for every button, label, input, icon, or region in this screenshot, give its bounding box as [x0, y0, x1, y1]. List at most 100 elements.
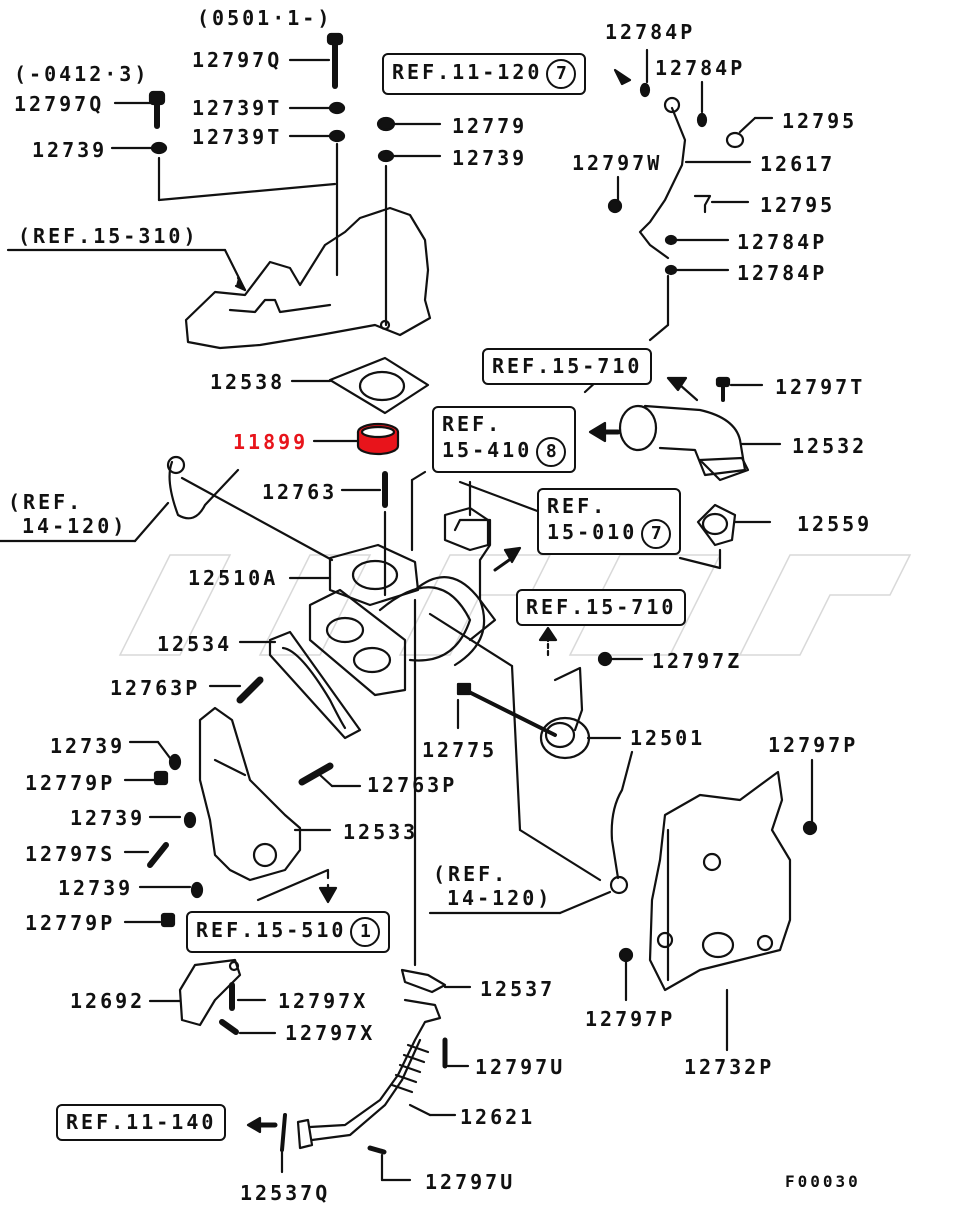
stud-12763P-b	[298, 762, 334, 786]
ref-box-text: REF.15-510	[196, 918, 347, 942]
part-label-12797U-b[interactable]: 12797U	[425, 1170, 516, 1194]
part-label-12797U-a[interactable]: 12797U	[475, 1055, 566, 1079]
washer-12739T-a	[328, 101, 346, 115]
bolt-12797S	[147, 842, 169, 868]
ref-box-text: REF.15-710	[526, 595, 677, 619]
ref-box-15-710-upper[interactable]: REF.15-710	[482, 348, 653, 385]
part-label-12559[interactable]: 12559	[797, 512, 873, 536]
part-label-12763P-b[interactable]: 12763P	[367, 773, 458, 797]
part-label-12739-top[interactable]: 12739	[32, 138, 108, 162]
part-label-12797S[interactable]: 12797S	[25, 842, 116, 866]
part-label-12763[interactable]: 12763	[262, 480, 338, 504]
gasket-12537	[400, 968, 447, 994]
oil-feed-pipe-left	[168, 460, 240, 520]
bracket-12692	[178, 958, 242, 1027]
part-label-12537[interactable]: 12537	[480, 977, 556, 1001]
ref-box-line1: REF.	[547, 494, 608, 518]
gasket-12534	[268, 630, 362, 740]
part-label-12784P-d[interactable]: 12784P	[737, 261, 828, 285]
ring-11899	[356, 422, 400, 456]
ref-14-120-right-line1[interactable]: (REF.	[433, 862, 509, 886]
bolt-12797X-b	[219, 1019, 239, 1035]
gasket-12559	[696, 503, 737, 547]
ref-14-120-left-line1[interactable]: (REF.	[8, 490, 84, 514]
gasket-12538	[328, 356, 430, 415]
outlet-elbow-12533	[198, 706, 302, 882]
part-label-12784P-c[interactable]: 12784P	[737, 230, 828, 254]
nut-12779P-b	[160, 912, 176, 928]
part-label-12510A[interactable]: 12510A	[188, 566, 279, 590]
bolt-12797U-b	[367, 1145, 387, 1155]
exhaust-manifold	[184, 206, 432, 350]
part-label-12795-a[interactable]: 12795	[782, 109, 858, 133]
part-label-12775[interactable]: 12775	[422, 738, 498, 762]
ref-box-line2: 15-010	[547, 520, 638, 544]
ref-box-text: REF.11-140	[66, 1110, 217, 1134]
part-label-12795-b[interactable]: 12795	[760, 193, 836, 217]
part-label-12537Q[interactable]: 12537Q	[240, 1181, 331, 1205]
part-label-11899-highlighted[interactable]: 11899	[233, 430, 309, 454]
stud-12763P-a	[236, 676, 264, 704]
part-label-12501[interactable]: 12501	[630, 726, 706, 750]
washer-12784P-a	[639, 82, 651, 98]
date-note-until: (-0412·3)	[14, 62, 150, 86]
part-label-12797Z[interactable]: 12797Z	[652, 649, 743, 673]
ref-15-310-label[interactable]: (REF.15-310)	[18, 224, 199, 248]
washer-12739-right	[377, 149, 395, 163]
ref-circle-number: 7	[641, 519, 672, 549]
part-label-12739T-b[interactable]: 12739T	[192, 125, 283, 149]
bolt-12797W	[607, 198, 623, 214]
part-label-12739-right[interactable]: 12739	[452, 146, 528, 170]
part-label-12797X-b[interactable]: 12797X	[285, 1021, 376, 1045]
turbocharger	[308, 506, 497, 697]
part-label-12784P-b[interactable]: 12784P	[655, 56, 746, 80]
part-label-12797Q-upper[interactable]: 12797Q	[192, 48, 283, 72]
ref-box-11-140[interactable]: REF.11-140	[56, 1104, 227, 1141]
part-label-12534[interactable]: 12534	[157, 632, 233, 656]
figure-code: F00030	[785, 1172, 861, 1191]
part-label-12797W[interactable]: 12797W	[572, 151, 663, 175]
part-label-12797T[interactable]: 12797T	[775, 375, 866, 399]
part-label-12739-a[interactable]: 12739	[50, 734, 126, 758]
oil-drain-pipe-12621	[308, 998, 442, 1129]
part-label-12779P-a[interactable]: 12779P	[25, 771, 116, 795]
part-label-12732P[interactable]: 12732P	[684, 1055, 775, 1079]
ref-box-line2: 15-410	[442, 438, 533, 462]
heat-shield-12732P	[648, 770, 792, 992]
part-label-12784P-a[interactable]: 12784P	[605, 20, 696, 44]
washer-12739T-b	[328, 129, 346, 143]
ref-box-15-710-lower[interactable]: REF.15-710	[516, 589, 687, 626]
nut-12779P-a	[153, 770, 169, 786]
ref-circle-number: 8	[536, 437, 567, 467]
part-label-12797Q-lower[interactable]: 12797Q	[14, 92, 105, 116]
part-label-12739-c[interactable]: 12739	[58, 876, 134, 900]
part-label-12739T-a[interactable]: 12739T	[192, 96, 283, 120]
part-label-12617[interactable]: 12617	[760, 152, 836, 176]
bolt-12797P-a	[802, 820, 818, 836]
part-label-12533[interactable]: 12533	[343, 820, 419, 844]
part-label-12797X-a[interactable]: 12797X	[278, 989, 369, 1013]
part-label-12797P-a[interactable]: 12797P	[768, 733, 859, 757]
part-label-12763P-a[interactable]: 12763P	[110, 676, 201, 700]
part-label-12797P-b[interactable]: 12797P	[585, 1007, 676, 1031]
ref-14-120-right-line2[interactable]: 14-120)	[447, 886, 553, 910]
date-note-from: (0501·1-)	[197, 6, 333, 30]
part-label-12692[interactable]: 12692	[70, 989, 146, 1013]
part-label-12532[interactable]: 12532	[792, 434, 868, 458]
part-label-12739-b[interactable]: 12739	[70, 806, 146, 830]
air-outlet-elbow-12532	[618, 404, 750, 482]
part-label-12621[interactable]: 12621	[460, 1105, 536, 1129]
washer-12739	[150, 141, 168, 155]
part-label-12538[interactable]: 12538	[210, 370, 286, 394]
bolt-12797Q-lower	[148, 90, 166, 129]
ref-14-120-left-line2[interactable]: 14-120)	[22, 514, 128, 538]
part-label-12779P-b[interactable]: 12779P	[25, 911, 116, 935]
bolt-12797Z	[597, 651, 613, 667]
part-label-12779[interactable]: 12779	[452, 114, 528, 138]
